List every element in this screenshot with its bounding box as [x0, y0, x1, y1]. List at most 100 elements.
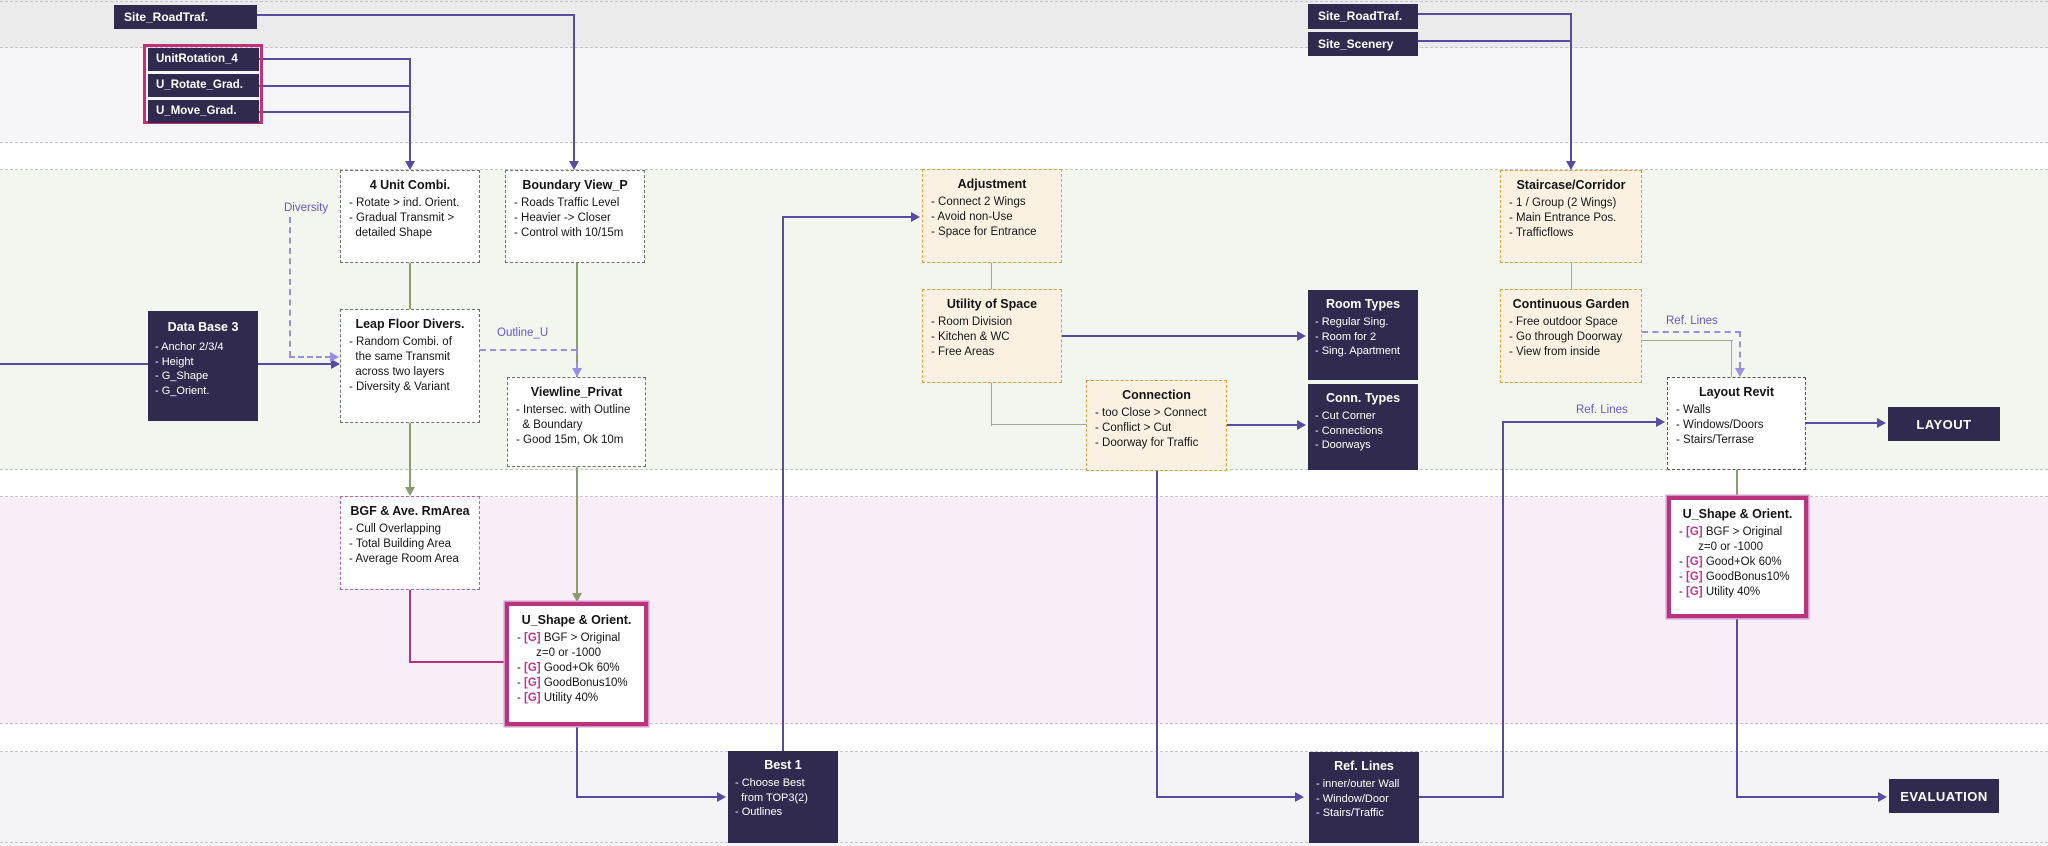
edge-outline-u-annotation: [480, 349, 577, 351]
edge-best1-to-adjustment: [782, 217, 784, 751]
edge-garden-to-layoutrevit: [1731, 340, 1732, 377]
node-viewline-privat: Viewline_Privat - Intersec. with Outline…: [507, 377, 646, 467]
node-unitrotation-4: UnitRotation_4: [148, 48, 259, 71]
node-site-scenery: Site_Scenery: [1308, 32, 1418, 56]
node-u-shape-orient-left: U_Shape & Orient. - [G] BGF > Original z…: [505, 602, 648, 726]
edge-ushape-to-evaluation: [1736, 796, 1879, 798]
arrowhead: [717, 792, 726, 802]
edge-garden-to-layoutrevit: [1642, 340, 1733, 341]
arrowhead: [1297, 331, 1306, 341]
node-title: Connection: [1122, 388, 1191, 402]
edge-umovegrad-to-4unit: [259, 111, 411, 113]
node-title: BGF & Ave. RmArea: [350, 504, 470, 518]
edge-garden-reflines-annotation: [1739, 331, 1741, 368]
arrowhead: [1877, 418, 1886, 428]
arrowhead: [330, 352, 339, 362]
edge-boundaryview-to-viewline: [576, 263, 578, 377]
g-marker: [G]: [1686, 556, 1703, 568]
lane-separator: [0, 1, 2048, 2]
edge-input-to-database3: [0, 363, 148, 365]
lane-separator: [0, 842, 2048, 843]
lane-band-1: [0, 0, 2048, 48]
edge-staircase-to-garden: [1571, 263, 1572, 289]
edge-label-diversity: Diversity: [284, 202, 329, 214]
arrowhead: [405, 161, 415, 170]
node-leap-floor-divers: Leap Floor Divers. - Random Combi. of th…: [340, 309, 480, 423]
node-continuous-garden: Continuous Garden - Free outdoor Space -…: [1500, 289, 1642, 383]
edge-label-outline-u: Outline_U: [497, 327, 549, 339]
node-title: Staircase/Corridor: [1516, 178, 1626, 192]
g-marker: [G]: [524, 632, 541, 644]
g-marker: [G]: [524, 677, 541, 689]
edge-4unit-to-leapfloor: [409, 263, 411, 309]
node-site-roadtraf-left: Site_RoadTraf.: [114, 5, 257, 29]
edge-utility-to-connection: [991, 424, 1086, 425]
edge-sitescenery: [1418, 40, 1572, 42]
node-title: Room Types: [1325, 297, 1401, 311]
edge-reflines-to-layoutrevit: [1502, 422, 1504, 798]
node-room-types: Room Types - Regular Sing. - Room for 2 …: [1308, 290, 1418, 380]
node-4-unit-combi: 4 Unit Combi. - Rotate > ind. Orient. - …: [340, 170, 480, 263]
g-marker: [G]: [524, 662, 541, 674]
g-marker: [G]: [524, 692, 541, 704]
lane-band-2: [0, 48, 2048, 143]
node-layout-revit: Layout Revit - Walls - Windows/Doors - S…: [1667, 377, 1806, 470]
node-title: Adjustment: [957, 177, 1027, 191]
lane-separator: [0, 723, 2048, 724]
edge-best1-to-adjustment: [782, 216, 912, 218]
edge-connection-to-reflines: [1156, 471, 1158, 798]
lane-separator: [0, 47, 2048, 48]
node-title: Boundary View_P: [522, 178, 628, 192]
lane-separator: [0, 751, 2048, 752]
edge-layoutrevit-to-ushape: [1736, 470, 1738, 496]
node-adjustment: Adjustment - Connect 2 Wings - Avoid non…: [922, 169, 1062, 263]
node-staircase-corridor: Staircase/Corridor - 1 / Group (2 Wings)…: [1500, 170, 1642, 263]
edge-siteroadtraf-right: [1418, 13, 1572, 15]
node-connection: Connection - too Close > Connect - Confl…: [1086, 380, 1227, 471]
edge-utility-to-connection: [991, 383, 992, 426]
g-marker: [G]: [1686, 526, 1703, 538]
arrowhead: [569, 161, 579, 170]
edge-outline-u-annotation: [576, 349, 578, 368]
node-u-move-grad: U_Move_Grad.: [148, 100, 259, 123]
node-site-roadtraf-right: Site_RoadTraf.: [1308, 4, 1418, 29]
edge-adjustment-to-utility: [991, 263, 992, 289]
arrowhead: [331, 359, 340, 369]
node-title: Leap Floor Divers.: [355, 317, 465, 331]
node-title: Viewline_Privat: [530, 385, 623, 399]
arrowhead: [1735, 368, 1745, 377]
edge-ushape-to-best1: [576, 726, 578, 798]
edge-layoutrevit-to-layout: [1806, 422, 1878, 424]
node-data-base-3: Data Base 3 - Anchor 2/3/4 - Height - G_…: [148, 311, 258, 421]
edge-ushape-to-best1: [576, 796, 718, 798]
edge-leapfloor-to-bgf: [409, 423, 411, 487]
g-marker: [G]: [1686, 571, 1703, 583]
node-conn-types: Conn. Types - Cut Corner - Connections -…: [1308, 384, 1418, 470]
edge-diversity-annotation: [289, 356, 331, 358]
node-title: Ref. Lines: [1334, 759, 1394, 773]
terminal-evaluation: EVALUATION: [1889, 779, 1999, 813]
edge-bgf-to-ushape: [409, 661, 505, 663]
edge-label-ref-lines-garden: Ref. Lines: [1666, 315, 1718, 327]
lane-separator: [0, 496, 2048, 497]
edge-siteroadtraf-to-boundaryview: [257, 14, 575, 16]
edge-ushape-to-evaluation: [1736, 618, 1738, 798]
edge-connection-to-conntypes: [1227, 424, 1298, 426]
node-ref-lines: Ref. Lines - inner/outer Wall - Window/D…: [1309, 752, 1419, 843]
node-title: Data Base 3: [167, 320, 239, 334]
node-bgf-ave-rmarea: BGF & Ave. RmArea - Cull Overlapping - T…: [340, 496, 480, 590]
edge-connection-to-reflines: [1156, 796, 1296, 798]
node-title: 4 Unit Combi.: [369, 178, 451, 192]
edge-urotategrad-to-4unit: [259, 85, 411, 87]
arrowhead: [1878, 792, 1887, 802]
node-title: Continuous Garden: [1512, 297, 1630, 311]
node-title: Best 1: [764, 758, 802, 772]
node-boundary-view-p: Boundary View_P - Roads Traffic Level - …: [505, 170, 645, 263]
edge-reflines-to-layoutrevit: [1419, 796, 1504, 798]
arrowhead: [405, 487, 415, 496]
arrowhead: [1566, 161, 1576, 170]
edge-unitrotation-to-4unit: [259, 58, 411, 60]
arrowhead: [911, 212, 920, 222]
arrowhead: [1295, 792, 1304, 802]
